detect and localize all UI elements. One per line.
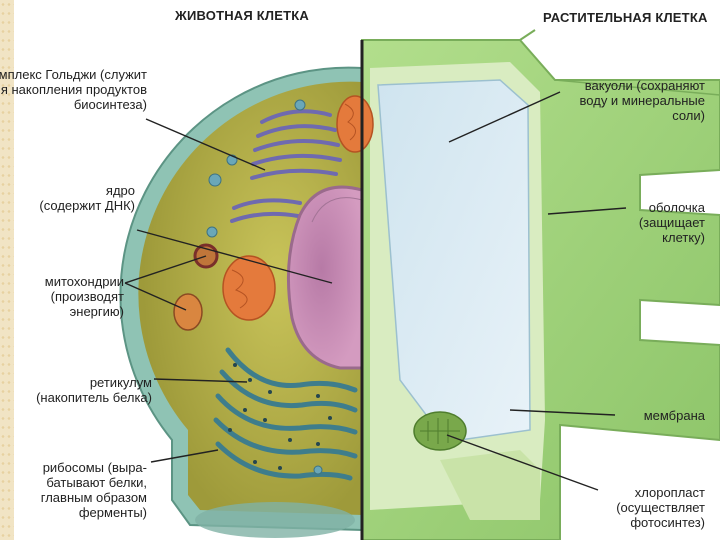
- chloroplast-label: хлоропласт (осуществляет фотосинтез): [616, 485, 705, 530]
- plant-cell-interior: [370, 62, 545, 520]
- golgi-label: комплекс Гольджи (служит для накопления …: [0, 67, 147, 112]
- chloroplast-shape: [414, 412, 466, 450]
- cell-wall-label: оболочка (защищает клетку): [639, 200, 705, 245]
- vacuoles-label: вакуоли (сохраняют воду и минеральные со…: [580, 78, 705, 123]
- nucleus-shape: [288, 187, 362, 368]
- membrane-label: мембрана: [644, 408, 705, 423]
- animal-cell-header: ЖИВОТНАЯ КЛЕТКА: [175, 8, 309, 23]
- reticulum-label: ретикулум (накопитель белка): [36, 375, 152, 405]
- mitochondria-label: митохондрии (производят энергию): [45, 274, 124, 319]
- ribosomes-label: рибосомы (выра- батывают белки, главным …: [41, 460, 147, 520]
- plant-cell-header: РАСТИТЕЛЬНАЯ КЛЕТКА: [543, 10, 708, 25]
- nucleus-label: ядро (содержит ДНК): [39, 183, 135, 213]
